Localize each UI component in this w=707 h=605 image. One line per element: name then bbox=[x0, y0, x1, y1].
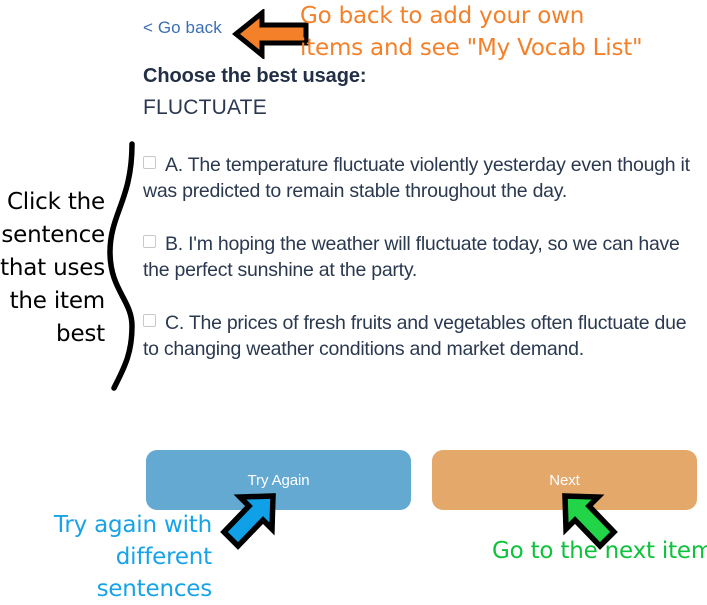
annotation-try-again-line2: different sentences bbox=[96, 544, 213, 602]
annotation-go-back: Go back to add your own items and see "M… bbox=[300, 0, 700, 64]
annotation-next-line1: Go to the next item bbox=[492, 538, 707, 564]
option-row-c[interactable]: C. The prices of fresh fruits and vegeta… bbox=[143, 311, 699, 362]
arrow-up-right-icon bbox=[218, 492, 280, 550]
annotation-click-line1: Click the bbox=[6, 189, 105, 215]
annotation-go-back-line1: Go back to add your own bbox=[300, 3, 585, 29]
checkbox-icon-c[interactable] bbox=[143, 314, 156, 327]
annotation-click-line5: best bbox=[56, 321, 105, 347]
go-back-link[interactable]: < Go back bbox=[143, 18, 222, 37]
option-row-a[interactable]: A. The temperature fluctuate violently y… bbox=[143, 153, 699, 204]
option-row-b[interactable]: B. I'm hoping the weather will fluctuate… bbox=[143, 232, 699, 283]
option-label-b: B. I'm hoping the weather will fluctuate… bbox=[143, 233, 680, 281]
annotation-try-again-line1: Try again with bbox=[53, 512, 212, 538]
annotation-click-line4: the item bbox=[9, 288, 106, 314]
page-title: Choose the best usage: bbox=[143, 65, 367, 87]
arrow-left-icon bbox=[232, 7, 310, 61]
option-label-c: C. The prices of fresh fruits and vegeta… bbox=[143, 312, 687, 360]
try-again-button[interactable]: Try Again bbox=[146, 450, 411, 510]
options-list: A. The temperature fluctuate violently y… bbox=[143, 153, 699, 362]
arrow-up-left-icon bbox=[558, 492, 620, 550]
checkbox-icon-b[interactable] bbox=[143, 235, 156, 248]
annotation-click-line3: that uses bbox=[0, 255, 105, 281]
annotation-next: Go to the next item bbox=[492, 535, 707, 567]
curly-brace-icon bbox=[100, 140, 145, 392]
annotation-click-line2: sentence bbox=[1, 222, 105, 248]
annotation-go-back-line2: items and see "My Vocab List" bbox=[300, 35, 643, 61]
checkbox-icon-a[interactable] bbox=[143, 156, 156, 169]
vocab-word: FLUCTUATE bbox=[143, 96, 267, 119]
option-label-a: A. The temperature fluctuate violently y… bbox=[143, 154, 690, 202]
annotation-click-sentence: Click the sentence that uses the item be… bbox=[0, 186, 105, 351]
annotation-try-again: Try again with different sentences bbox=[0, 509, 212, 605]
